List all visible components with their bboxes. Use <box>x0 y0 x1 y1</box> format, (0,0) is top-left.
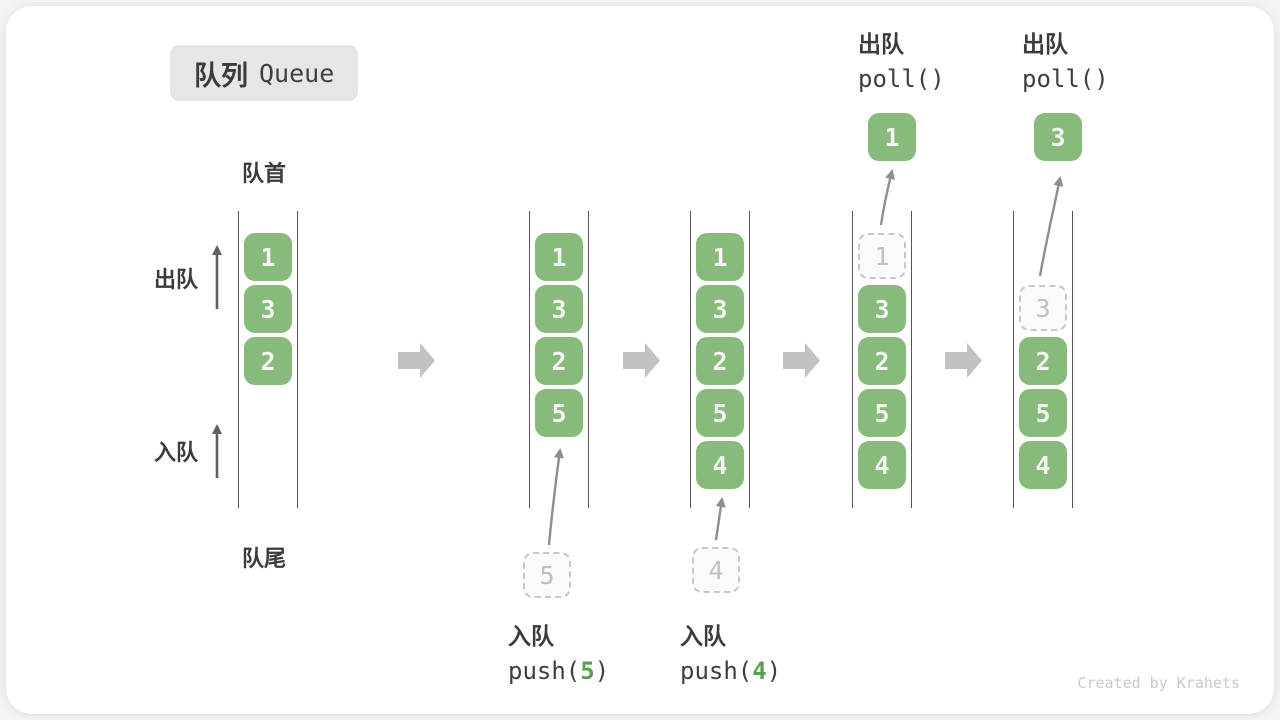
poll-code-label: poll() <box>1022 65 1109 93</box>
queue-value-box-s2: 3 <box>535 285 583 333</box>
title-english: Queue <box>259 58 335 88</box>
title-chinese: 队列 <box>194 60 248 91</box>
queue-value-box-s3: 1 <box>696 233 744 281</box>
dequeue-action-label: 出队 <box>1022 31 1068 57</box>
queue-container-s1 <box>238 211 298 508</box>
title-badge: 队列 Queue <box>170 45 359 101</box>
incoming-value-box-s3: 4 <box>692 547 740 593</box>
poll-3-arrow-icon <box>1038 176 1064 277</box>
queue-value-box-s4: 2 <box>858 337 906 385</box>
enqueue-action-label: 入队 <box>508 623 554 649</box>
push-code-label: push(5) <box>508 657 610 685</box>
popped-value-box-s4: 1 <box>868 113 916 161</box>
queue-value-box-s3: 5 <box>696 389 744 437</box>
queue-value-box-s1: 2 <box>244 337 292 385</box>
state-transition-arrow-icon-4 <box>945 343 982 378</box>
poll-1-arrow-icon <box>879 169 895 226</box>
dequeued-ghost-box-s4: 1 <box>858 233 906 279</box>
dequeue-annotation-s4: 出队 poll() <box>858 26 945 97</box>
state-transition-arrow-icon-1 <box>398 343 435 378</box>
push-code-label: push(4) <box>680 657 782 685</box>
queue-value-box-s2: 5 <box>535 389 583 437</box>
queue-value-box-s5: 2 <box>1019 337 1067 385</box>
state-transition-arrow-icon-2 <box>623 343 660 378</box>
poll-code-label: poll() <box>858 65 945 93</box>
dequeued-ghost-box-s5: 3 <box>1019 285 1067 331</box>
queue-value-box-s1: 3 <box>244 285 292 333</box>
dequeue-action-label: 出队 <box>858 31 904 57</box>
queue-value-box-s3: 4 <box>696 441 744 489</box>
queue-value-box-s2: 2 <box>535 337 583 385</box>
queue-value-box-s2: 1 <box>535 233 583 281</box>
enqueue-annotation-s2: 入队 push(5) <box>508 618 609 689</box>
queue-front-label: 队首 <box>242 161 287 186</box>
watermark: Created by Krahets <box>1077 674 1240 692</box>
enqueue-action-label: 入队 <box>680 623 726 649</box>
queue-value-box-s5: 4 <box>1019 441 1067 489</box>
queue-value-box-s3: 3 <box>696 285 744 333</box>
queue-rear-label: 队尾 <box>242 546 287 571</box>
state-transition-arrow-icon-3 <box>783 343 820 378</box>
push-5-arrow-icon <box>547 448 564 546</box>
queue-value-box-s4: 3 <box>858 285 906 333</box>
dequeue-annotation-s5: 出队 poll() <box>1022 26 1109 97</box>
queue-value-box-s4: 4 <box>858 441 906 489</box>
enqueue-annotation-s3: 入队 push(4) <box>680 618 781 689</box>
dequeue-side-label: 出队 <box>153 267 198 292</box>
queue-value-box-s1: 1 <box>244 233 292 281</box>
queue-value-box-s4: 5 <box>858 389 906 437</box>
queue-container-s3 <box>690 211 750 508</box>
queue-container-s4 <box>852 211 912 508</box>
popped-value-box-s5: 3 <box>1034 113 1082 161</box>
push-4-arrow-icon <box>714 497 726 541</box>
queue-value-box-s5: 5 <box>1019 389 1067 437</box>
queue-container-s5 <box>1013 211 1073 508</box>
queue-container-s2 <box>529 211 589 508</box>
incoming-value-box-s2: 5 <box>523 552 571 598</box>
enqueue-side-label: 入队 <box>153 440 198 465</box>
queue-value-box-s3: 2 <box>696 337 744 385</box>
